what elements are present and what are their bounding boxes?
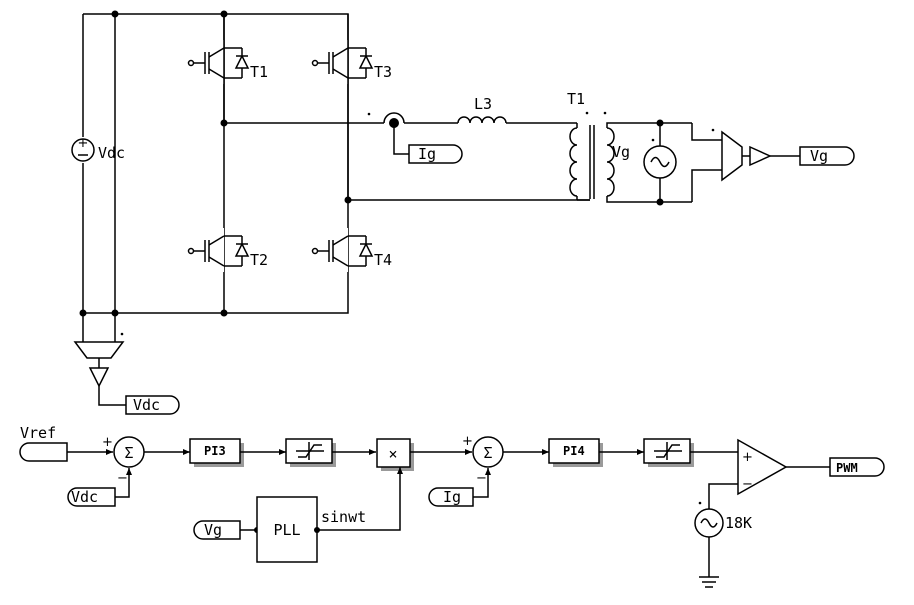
igbt-t2: T2 [184,228,268,272]
switch-label-t2: T2 [250,251,268,269]
pll-block: PLL sinwt [256,467,403,563]
summing-junction-1: Σ + − [102,435,145,498]
vg-input-tag: Vg [193,520,260,540]
igbt-t4: T4 [308,228,392,272]
pll-label: PLL [273,521,300,539]
transformer-label: T1 [567,90,585,108]
dc-voltage-sensor: Vdc [73,313,180,415]
sum1-symbol: Σ [124,444,133,462]
dc-voltage-source: + Vdc [70,136,125,163]
igbt-t1: T1 [184,14,268,123]
power-stage: + Vdc T1 [70,10,855,415]
inductor-label: L3 [474,95,492,113]
grid-source-label: Vg [612,143,630,161]
sum2-symbol: Σ [483,444,492,462]
current-sensor [367,112,458,155]
switch-label-t3: T3 [374,63,392,81]
vg-input-label: Vg [204,521,222,539]
grid-ac-source [643,119,677,206]
igbt-t3: T3 [308,14,392,200]
vref-label: Vref [20,424,56,442]
pwm-label: PWM [836,461,858,475]
sum1-plus-sign: + [102,435,113,450]
comp-minus-sign: − [742,477,753,492]
comp-plus-sign: + [742,450,753,465]
pi4-label: PI4 [563,444,585,458]
switch-label-t1: T1 [250,63,268,81]
switch-label-t4: T4 [374,251,392,269]
inductor-l3: L3 [457,95,577,124]
vref-input: Vref [19,424,113,462]
pi3-controller: PI3 [189,438,244,467]
limiter-2 [643,438,694,467]
comparator: + − PWM [708,438,885,509]
dc-source-label: Vdc [98,144,125,162]
vdc-feedback-label: Vdc [71,488,98,506]
pi3-label: PI3 [204,444,226,458]
multiplier-symbol: × [388,445,397,463]
transformer-t1: T1 Vg [567,90,692,203]
grid-voltage-sensor: Vg [691,123,855,202]
ig-sensor-label: Ig [418,145,436,163]
sum1-minus-sign: − [117,471,128,486]
dc-voltage-out-label: Vdc [133,396,160,414]
multiplier: × [376,438,414,471]
summing-junction-2: Σ + − [462,434,504,498]
ig-feedback-tag: Ig [428,487,474,507]
ig-feedback-label: Ig [443,488,461,506]
ground-icon [699,576,719,588]
grid-voltage-out-label: Vg [810,147,828,165]
limiter-1 [285,438,336,467]
carrier-source: 18K [694,501,752,577]
sum2-plus-sign: + [462,434,473,449]
pi4-controller: PI4 [548,438,603,467]
ig-sensor-tag: Ig [408,144,463,164]
carrier-label: 18K [725,514,752,532]
pll-output-label: sinwt [321,508,366,526]
bridge-output-wires [220,119,590,204]
vdc-feedback-tag: Vdc [67,487,126,507]
sum2-minus-sign: − [476,471,487,486]
svg-text:+: + [78,136,89,151]
control-loop: Vref Σ + − Vdc PI3 [19,424,885,588]
